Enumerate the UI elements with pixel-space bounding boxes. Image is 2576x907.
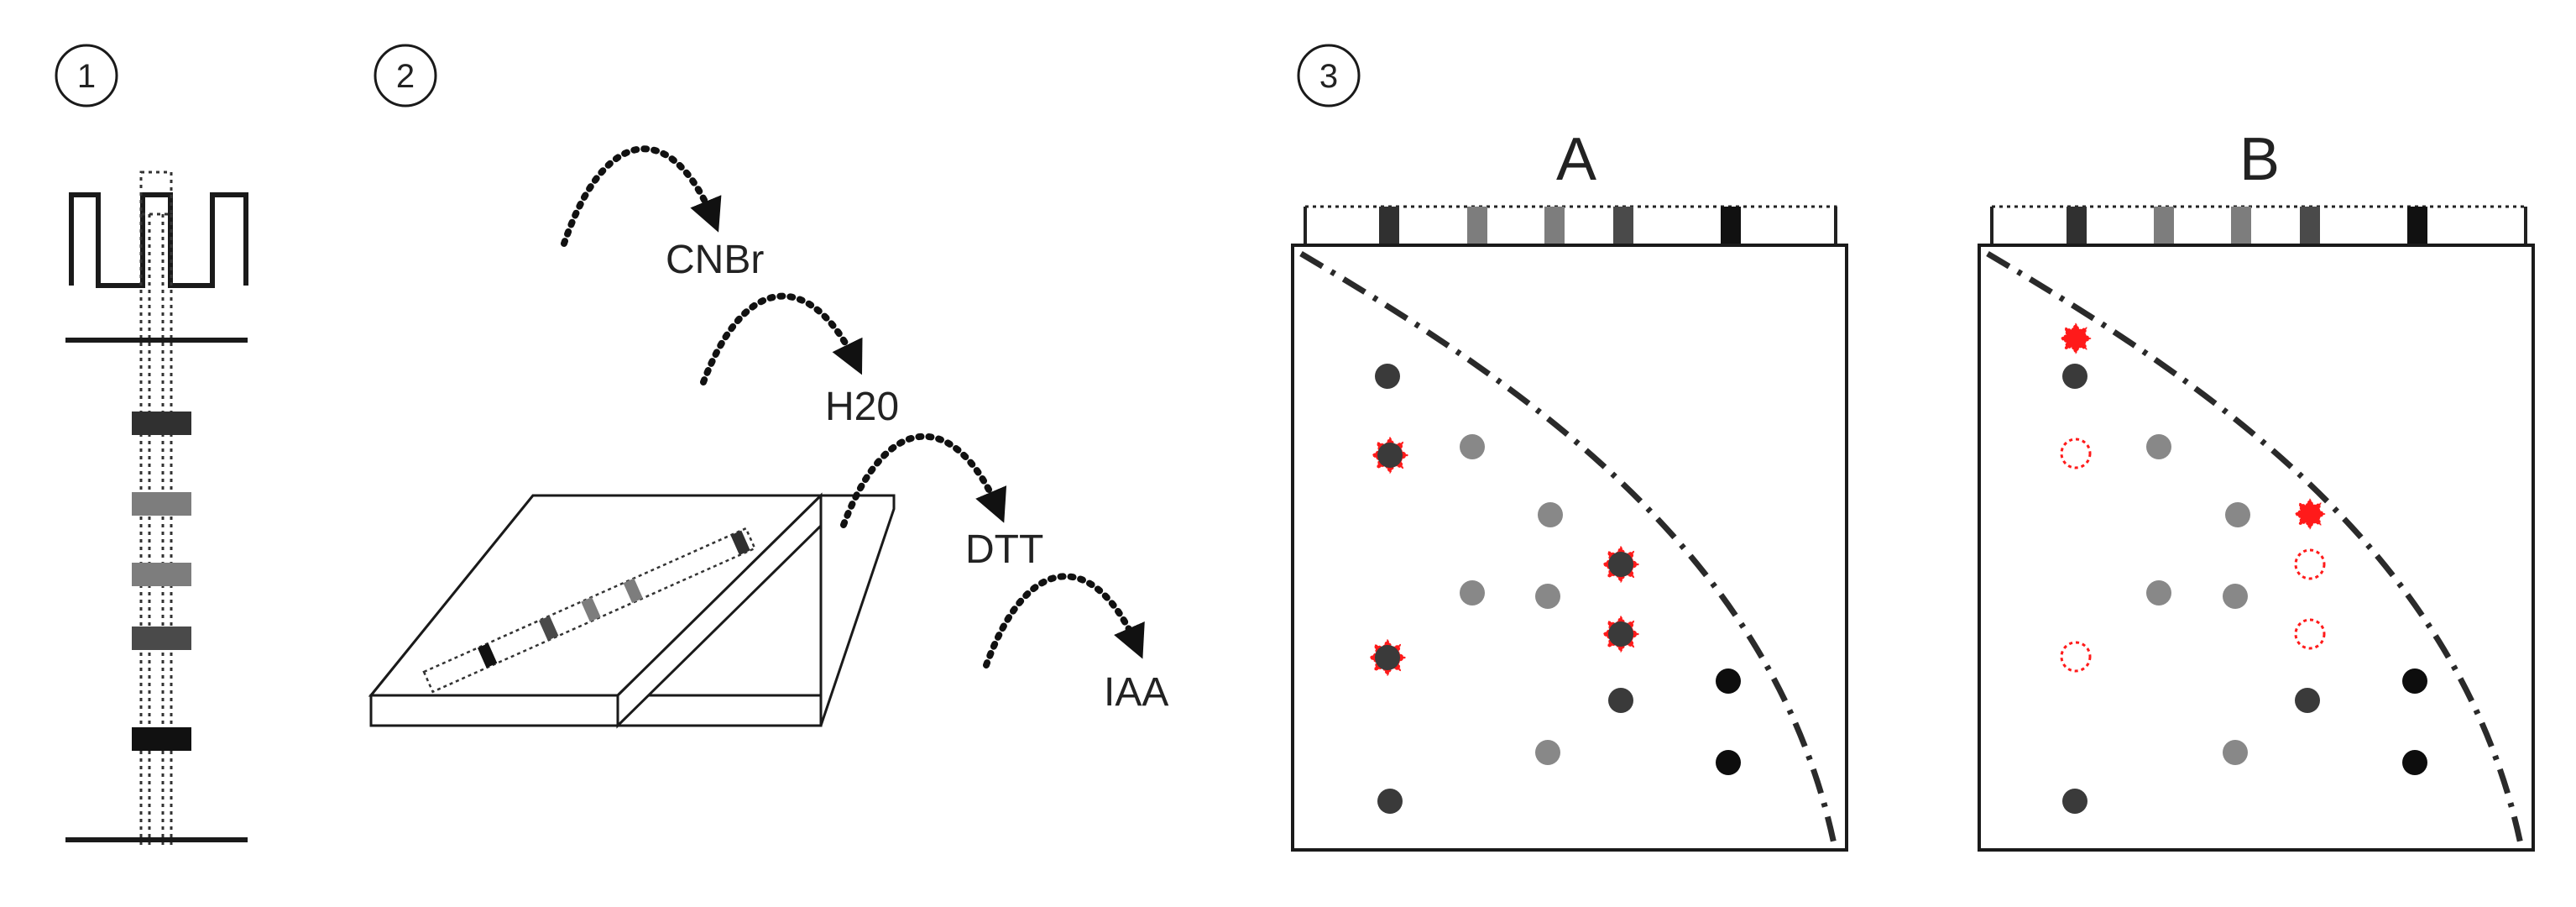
strip-band [623,578,643,604]
reagent-arrow-3 [840,433,1007,528]
strip-band [730,530,750,556]
protein-spot [1538,502,1563,527]
protein-spot [1535,584,1560,609]
reagent-label-cnbr: CNBr [666,238,764,282]
protein-spot-highlighted [1602,616,1639,653]
panel-label-a: A [1556,126,1596,193]
reagent-arrow-2 [700,292,863,385]
panel-a-spots [1369,364,1741,814]
strip-band [2407,207,2427,245]
protein-spot [1608,688,1633,713]
step-1-marker: 1 [55,44,118,107]
gel-band [132,492,191,516]
strip-band [2154,207,2174,245]
strip-band [2300,207,2320,245]
protein-spot [1535,740,1560,765]
protein-spot [2146,580,2171,606]
protein-spot-vacated [2060,438,2092,469]
strip-band [1379,207,1399,245]
step-1-first-dimension-gel: 1 [55,44,248,848]
gel-lane-outline [139,170,173,848]
step-1-number: 1 [77,58,96,95]
step-2-marker: 2 [374,44,437,107]
gel-band [132,627,191,650]
protein-spot-vacated [2294,548,2326,580]
gel-band [132,563,191,586]
gel-well-comb [69,192,248,288]
strip-band [1544,207,1565,245]
step-3-second-dimension-gels: 3 A [1291,44,2535,852]
panel-a-strip [1304,205,1837,247]
reagent-label-iaa: IAA [1104,670,1168,715]
protein-spot [2225,502,2250,527]
strip-band [539,616,559,641]
protein-spot [2062,364,2087,389]
protein-spot-shifted [2294,498,2326,530]
step-3-marker: 3 [1297,44,1361,107]
protein-spot-highlighted [1602,546,1639,583]
protein-spot [2223,584,2248,609]
protein-spot-vacated [2060,641,2092,673]
ipg-strip [422,527,756,694]
protein-spot-highlighted [1369,639,1406,676]
protein-spot-shifted [2060,322,2092,354]
reagent-label-h2o: H20 [825,385,899,429]
panel-a-diagonal-curve [1299,250,1837,845]
strip-band [477,642,498,668]
step-2-strip-treatment: 2 CNBr [368,44,1168,729]
strip-band [2231,207,2251,245]
panel-a-gel-frame [1291,244,1848,852]
protein-spot [1716,668,1741,694]
reagent-arrow-1 [561,145,722,247]
protein-spot [1375,364,1400,389]
protein-spot-highlighted [1372,437,1408,474]
reagent-label-dtt: DTT [965,527,1043,572]
protein-spot [2402,668,2427,694]
protein-spot [2295,688,2320,713]
step-3-number: 3 [1319,58,1338,95]
protein-spot [1460,434,1485,459]
gel-panel-a: A [1291,126,1848,852]
protein-spot [2402,750,2427,775]
strip-band [1613,207,1633,245]
gel-panel-b: B [1978,126,2535,852]
protein-spot [1377,789,1403,814]
panel-b-diagonal-curve [1986,250,2524,845]
protein-spot [1460,580,1485,606]
protein-spot [2062,789,2087,814]
strip-band [1467,207,1487,245]
gel-band [132,412,191,435]
reagent-arrow-4 [983,573,1145,668]
strip-band [581,596,601,622]
panel-b-strip [1990,205,2527,247]
gel-band [132,727,191,751]
protein-spot [1716,750,1741,775]
strip-band [2067,207,2087,245]
protein-spot [2223,740,2248,765]
panel-b-spots [2060,322,2427,814]
panel-label-b: B [2239,126,2280,193]
strip-band [1721,207,1741,245]
panel-b-gel-frame [1978,244,2535,852]
protein-spot-vacated [2294,618,2326,650]
protein-spot [2146,434,2171,459]
step-2-number: 2 [396,58,415,95]
